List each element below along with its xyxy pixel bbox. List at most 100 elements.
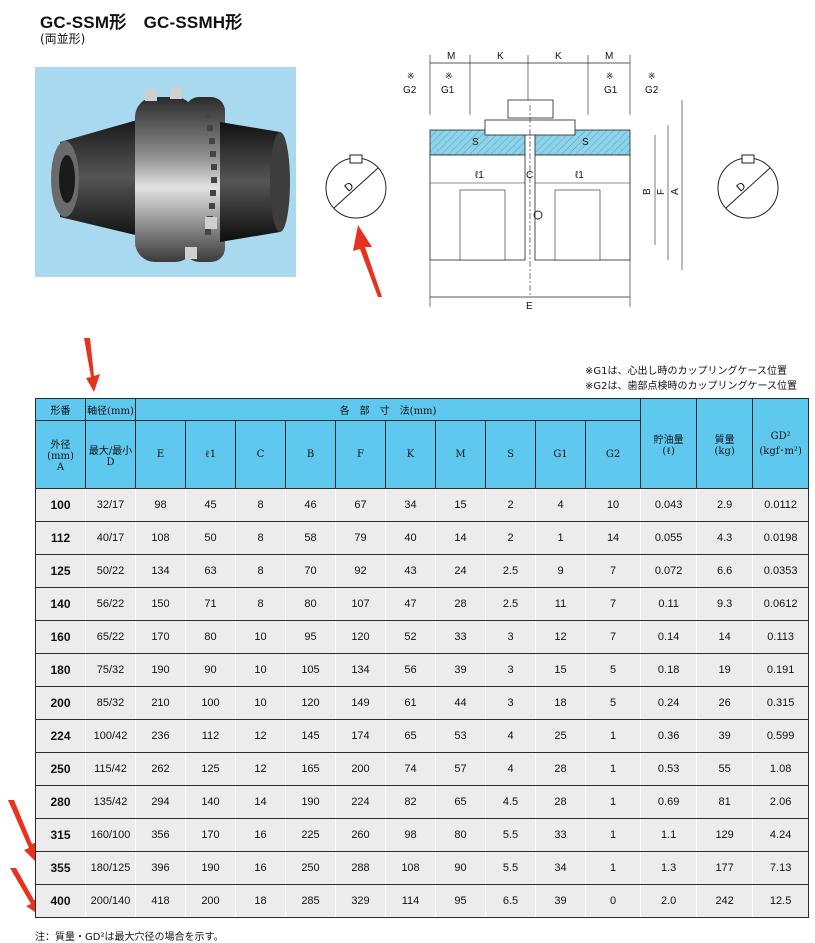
table-cell: 285 xyxy=(285,884,336,918)
dim-f: F xyxy=(656,189,667,195)
table-cell: 0.072 xyxy=(640,554,698,588)
table-cell: 120 xyxy=(335,620,386,654)
table-cell: 135/42 xyxy=(85,785,136,819)
dim-g1-left: G1 xyxy=(441,85,455,96)
table-cell: 170 xyxy=(185,818,236,852)
table-cell: 80 xyxy=(285,587,336,621)
table-cell: 12 xyxy=(235,752,286,786)
l1-left: ℓ1 xyxy=(475,170,484,181)
table-cell: 125 xyxy=(185,752,236,786)
table-cell: 262 xyxy=(135,752,186,786)
red-arrow-icon xyxy=(8,800,37,862)
table-cell: 7 xyxy=(584,587,642,621)
header-s: S xyxy=(485,420,536,489)
table-cell: 40 xyxy=(385,521,436,555)
table-cell: 115/42 xyxy=(85,752,136,786)
table-cell: 0.043 xyxy=(640,488,698,522)
table-cell: 0.69 xyxy=(640,785,698,819)
header-f: F xyxy=(335,420,386,489)
model-cell: 180 xyxy=(35,653,86,687)
table-cell: 57 xyxy=(435,752,486,786)
table-cell: 81 xyxy=(696,785,754,819)
table-cell: 1 xyxy=(584,818,642,852)
table-cell: 2.5 xyxy=(485,554,536,588)
table-cell: 28 xyxy=(435,587,486,621)
table-cell: 98 xyxy=(385,818,436,852)
table-cell: 0.0198 xyxy=(752,521,810,555)
model-cell: 250 xyxy=(35,752,86,786)
table-cell: 55 xyxy=(696,752,754,786)
table-cell: 2 xyxy=(485,521,536,555)
mark-g1-right: ※ xyxy=(606,71,614,81)
table-cell: 0 xyxy=(584,884,642,918)
table-cell: 0.0612 xyxy=(752,587,810,621)
table-cell: 65 xyxy=(385,719,436,753)
table-cell: 71 xyxy=(185,587,236,621)
table-cell: 90 xyxy=(435,851,486,885)
table-cell: 95 xyxy=(435,884,486,918)
header-outer: 外径 (mm) A xyxy=(35,420,86,489)
table-cell: 67 xyxy=(335,488,386,522)
model-cell: 140 xyxy=(35,587,86,621)
table-cell: 1 xyxy=(584,752,642,786)
spec-table: 形番 軸径(mm) 各 部 寸 法(mm) 貯油量 (ℓ) 質量 (kg) GD… xyxy=(35,398,810,918)
table-cell: 0.36 xyxy=(640,719,698,753)
table-cell: 0.14 xyxy=(640,620,698,654)
table-cell: 1 xyxy=(584,851,642,885)
header-gd2: GD² (kgf･m²) xyxy=(752,398,810,489)
table-cell: 39 xyxy=(435,653,486,687)
table-cell: 1 xyxy=(584,719,642,753)
header-bore: 軸径(mm) xyxy=(85,398,136,421)
note-g1: ※G1は、心出し時のカップリングケース位置 xyxy=(585,366,787,377)
table-cell: 356 xyxy=(135,818,186,852)
header-c: C xyxy=(235,420,286,489)
table-cell: 8 xyxy=(235,488,286,522)
table-cell: 8 xyxy=(235,521,286,555)
table-cell: 11 xyxy=(535,587,586,621)
table-cell: 26 xyxy=(696,686,754,720)
c-label: C xyxy=(526,170,533,181)
table-cell: 236 xyxy=(135,719,186,753)
table-cell: 0.055 xyxy=(640,521,698,555)
coupling-photo xyxy=(35,67,296,277)
table-cell: 418 xyxy=(135,884,186,918)
header-dims: 各 部 寸 法(mm) xyxy=(134,398,642,421)
table-cell: 14 xyxy=(696,620,754,654)
mark-g1-left: ※ xyxy=(445,71,453,81)
table-cell: 6.5 xyxy=(485,884,536,918)
table-cell: 95 xyxy=(285,620,336,654)
table-cell: 200/140 xyxy=(85,884,136,918)
table-cell: 0.53 xyxy=(640,752,698,786)
table-cell: 4.5 xyxy=(485,785,536,819)
table-cell: 98 xyxy=(135,488,186,522)
table-cell: 0.24 xyxy=(640,686,698,720)
table-cell: 28 xyxy=(535,752,586,786)
table-cell: 250 xyxy=(285,851,336,885)
table-cell: 105 xyxy=(285,653,336,687)
page-title: GC-SSM形 GC-SSMH形 xyxy=(40,13,243,32)
d-label-right: D xyxy=(734,180,748,194)
table-cell: 120 xyxy=(285,686,336,720)
table-cell: 65/22 xyxy=(85,620,136,654)
table-cell: 4 xyxy=(485,719,536,753)
table-cell: 107 xyxy=(335,587,386,621)
table-cell: 1 xyxy=(584,785,642,819)
table-cell: 16 xyxy=(235,851,286,885)
header-l1: ℓ1 xyxy=(185,420,236,489)
table-cell: 39 xyxy=(535,884,586,918)
table-cell: 5 xyxy=(584,653,642,687)
red-arrow-icon xyxy=(353,225,382,297)
table-cell: 224 xyxy=(335,785,386,819)
table-cell: 43 xyxy=(385,554,436,588)
table-cell: 0.599 xyxy=(752,719,810,753)
table-cell: 34 xyxy=(385,488,436,522)
table-cell: 100/42 xyxy=(85,719,136,753)
table-cell: 5 xyxy=(584,686,642,720)
